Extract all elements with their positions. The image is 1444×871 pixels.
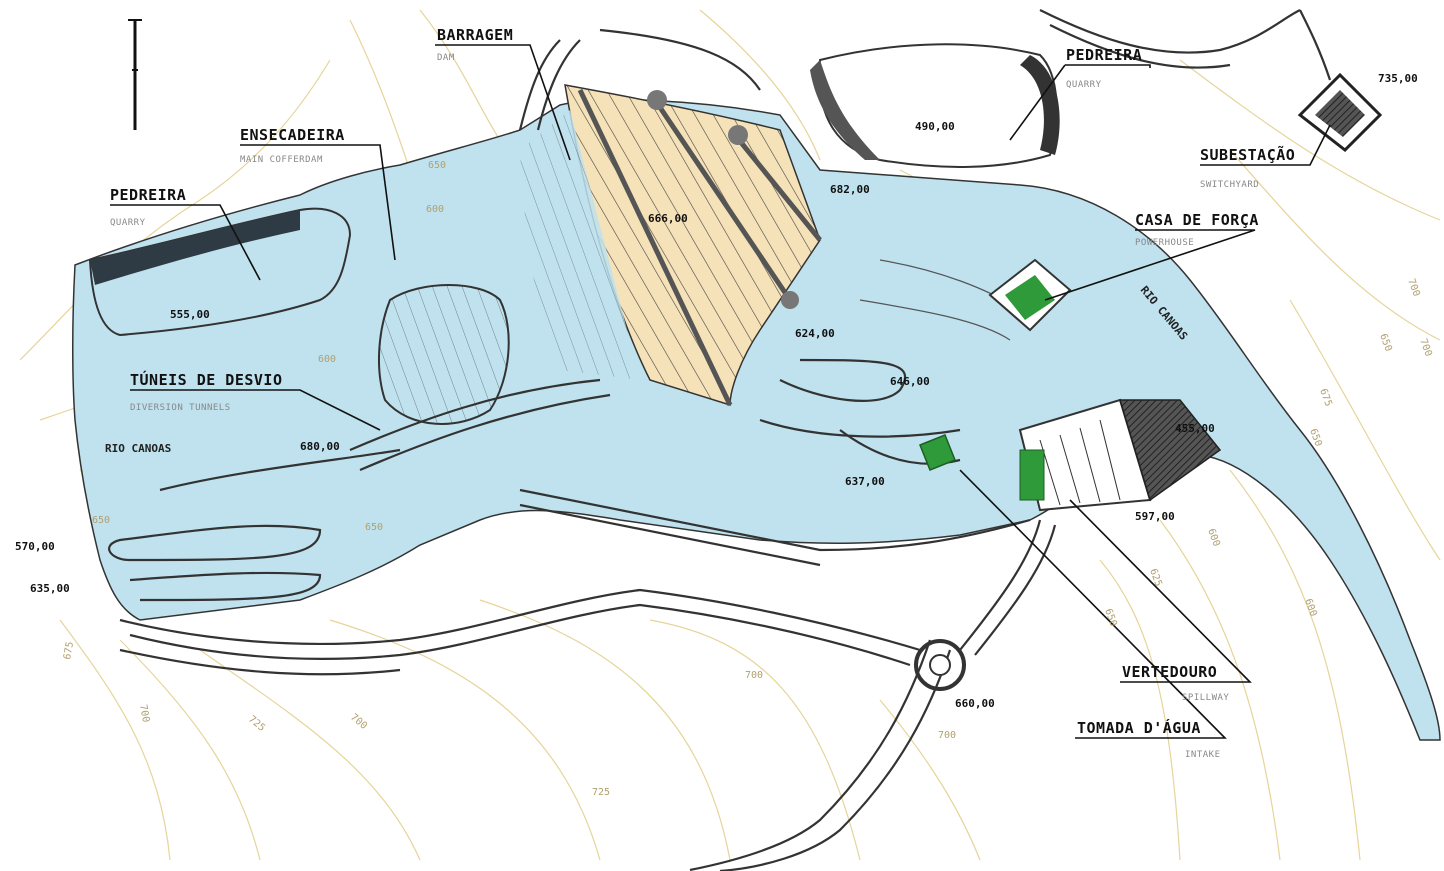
access-roads — [108, 9, 1332, 871]
river-label-left: RIO CANOAS — [105, 442, 171, 455]
svg-text:625: 625 — [1147, 567, 1164, 588]
elevation-597: 597,00 — [1135, 510, 1175, 523]
svg-text:PEDREIRA: PEDREIRA — [110, 186, 186, 204]
svg-text:675: 675 — [62, 641, 76, 661]
elevation-682: 682,00 — [830, 183, 870, 196]
elevation-646: 646,00 — [890, 375, 930, 388]
svg-text:600: 600 — [1302, 597, 1319, 618]
label-tomada: TOMADA D'ÁGUA INTAKE — [1077, 718, 1221, 760]
svg-text:BARRAGEM: BARRAGEM — [437, 26, 513, 44]
substation-structure — [1297, 72, 1383, 152]
svg-text:725: 725 — [246, 714, 267, 734]
svg-text:650: 650 — [365, 522, 383, 533]
svg-text:650: 650 — [1102, 607, 1119, 628]
roundabout — [914, 639, 966, 691]
dam-body — [564, 84, 822, 407]
svg-text:600: 600 — [426, 204, 444, 215]
svg-text:DIVERSION TUNNELS: DIVERSION TUNNELS — [130, 403, 231, 413]
svg-text:600: 600 — [1205, 527, 1222, 548]
right-quarry — [810, 43, 1060, 168]
svg-text:QUARRY: QUARRY — [110, 218, 146, 228]
label-tuneis: TÚNEIS DE DESVIO DIVERSION TUNNELS — [130, 370, 283, 413]
label-casa-de-forca: CASA DE FORÇA POWERHOUSE — [1135, 211, 1259, 248]
intake-structure — [919, 434, 956, 471]
svg-text:CASA DE FORÇA: CASA DE FORÇA — [1135, 211, 1259, 229]
cofferdam — [378, 284, 510, 425]
svg-text:700: 700 — [1405, 277, 1422, 298]
svg-text:675: 675 — [1317, 387, 1334, 408]
svg-text:ENSECADEIRA: ENSECADEIRA — [240, 126, 345, 144]
svg-text:POWERHOUSE: POWERHOUSE — [1135, 238, 1194, 248]
svg-text:600: 600 — [318, 354, 336, 365]
elevation-666: 666,00 — [648, 212, 688, 225]
svg-text:VERTEDOURO: VERTEDOURO — [1122, 663, 1217, 681]
label-pedreira-left: PEDREIRA QUARRY — [110, 186, 186, 228]
svg-text:SWITCHYARD: SWITCHYARD — [1200, 180, 1259, 190]
diversion-tunnels — [349, 378, 611, 472]
elevation-660: 660,00 — [955, 697, 995, 710]
elevation-455: 455,00 — [1175, 422, 1215, 435]
label-barragem: BARRAGEM DAM — [437, 26, 513, 63]
svg-text:700: 700 — [745, 670, 763, 681]
svg-text:700: 700 — [938, 730, 956, 741]
svg-text:700: 700 — [348, 712, 369, 732]
svg-text:650: 650 — [428, 160, 446, 171]
upstream-hatch — [520, 110, 640, 380]
label-ensecadeira: ENSECADEIRA MAIN COFFERDAM — [240, 126, 345, 165]
svg-text:MAIN COFFERDAM: MAIN COFFERDAM — [240, 155, 323, 165]
svg-text:SUBESTAÇÃO: SUBESTAÇÃO — [1200, 145, 1295, 164]
svg-text:700: 700 — [137, 704, 151, 724]
elevation-markers: 735,00 490,00 555,00 666,00 682,00 624,0… — [15, 72, 1418, 710]
svg-text:725: 725 — [592, 787, 610, 798]
left-quarry — [88, 207, 352, 337]
label-pedreira-right: PEDREIRA QUARRY — [1066, 46, 1142, 90]
svg-text:TÚNEIS DE DESVIO: TÚNEIS DE DESVIO — [130, 370, 283, 389]
svg-text:SPILLWAY: SPILLWAY — [1182, 693, 1229, 703]
label-subestacao: SUBESTAÇÃO SWITCHYARD — [1200, 145, 1295, 190]
elevation-635: 635,00 — [30, 582, 70, 595]
svg-text:DAM: DAM — [437, 53, 455, 63]
reservoir-water — [72, 99, 1441, 741]
svg-text:650: 650 — [92, 515, 110, 526]
elevation-637: 637,00 — [845, 475, 885, 488]
north-arrow — [128, 19, 142, 130]
svg-text:PEDREIRA: PEDREIRA — [1066, 46, 1142, 64]
elevation-680: 680,00 — [300, 440, 340, 453]
elevation-555: 555,00 — [170, 308, 210, 321]
svg-text:650: 650 — [1377, 332, 1394, 353]
elevation-624: 624,00 — [795, 327, 835, 340]
spillway-structure — [1018, 398, 1222, 512]
leader-lines — [110, 44, 1331, 739]
elevation-490: 490,00 — [915, 120, 955, 133]
svg-text:700: 700 — [1417, 337, 1434, 358]
terrain-contours — [19, 9, 1441, 861]
powerhouse-structure — [988, 258, 1072, 332]
elevation-735: 735,00 — [1378, 72, 1418, 85]
svg-text:INTAKE: INTAKE — [1185, 750, 1221, 760]
label-vertedouro: VERTEDOURO SPILLWAY — [1122, 663, 1229, 703]
elevation-570: 570,00 — [15, 540, 55, 553]
svg-text:QUARRY: QUARRY — [1066, 80, 1102, 90]
svg-text:TOMADA D'ÁGUA: TOMADA D'ÁGUA — [1077, 718, 1201, 737]
